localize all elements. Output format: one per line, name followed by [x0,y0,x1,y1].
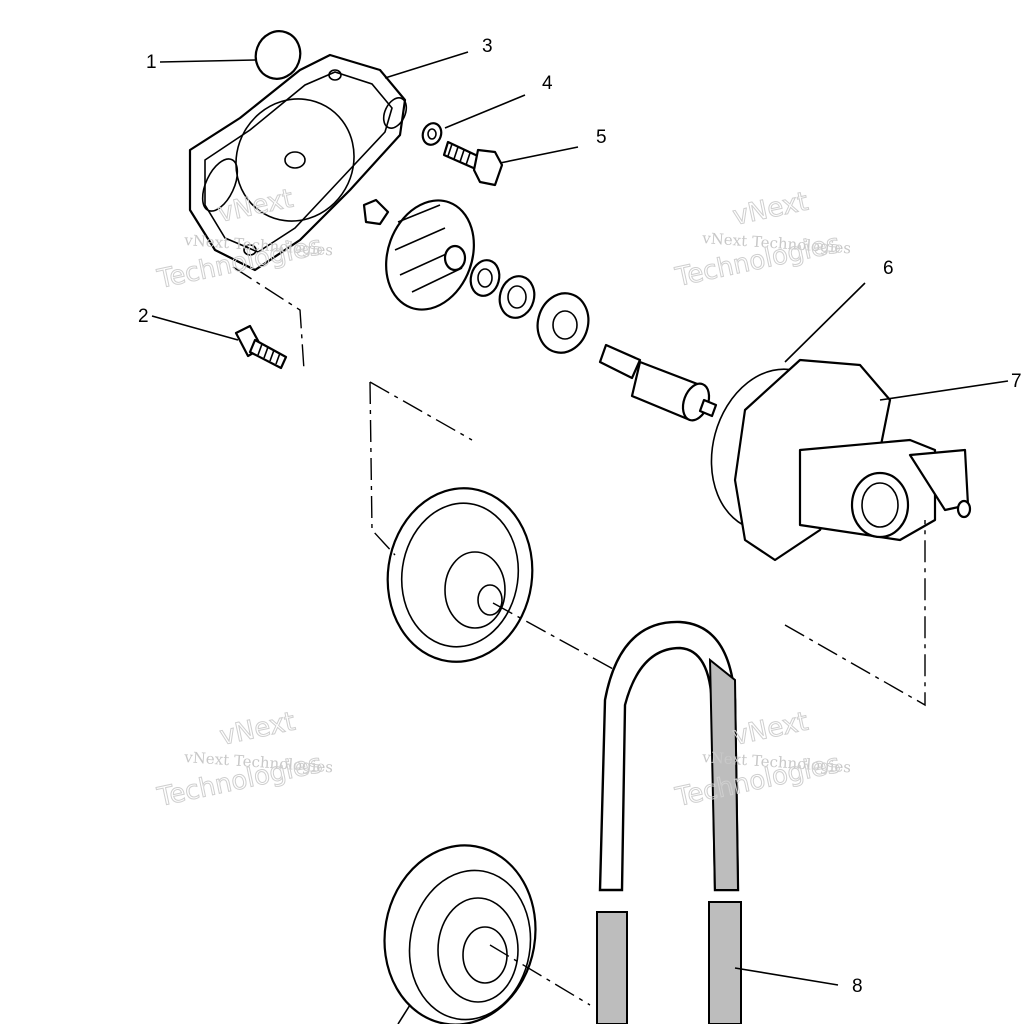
pump-shaft [598,343,718,422]
watermark-brand: vNext [730,707,811,752]
pump-body [710,358,972,562]
seal-rings [469,259,590,354]
leader-lines [151,51,1009,1024]
pump-cover [188,53,408,272]
callout-4: 4 [542,73,553,94]
drive-pulley [383,844,537,1024]
callout-6: 6 [883,258,894,279]
watermark-bottom-right: vNext vNext Technologies Technologies [672,706,852,813]
callout-7: 7 [1011,371,1022,392]
callout-1: 1 [146,52,157,73]
callout-3: 3 [482,36,493,57]
bolt-part-5 [442,140,504,187]
bolt-part-2 [234,324,288,370]
washer-part-4 [421,122,443,146]
watermark-top-right: vNext vNext Technologies Technologies [672,186,852,293]
impeller [362,198,475,311]
callout-5: 5 [596,127,607,148]
driven-pulley [386,487,534,663]
callout-2: 2 [138,306,149,327]
drive-belt-part-8 [596,620,742,1024]
callout-8: 8 [852,976,863,997]
watermark-bottom-left: vNext vNext Technologies Technologies [154,706,334,813]
watermark-brand: vNext [217,707,298,752]
o-ring-part-1 [254,30,302,80]
watermark-brand: vNext [730,187,811,232]
alignment-lines [232,266,926,1006]
